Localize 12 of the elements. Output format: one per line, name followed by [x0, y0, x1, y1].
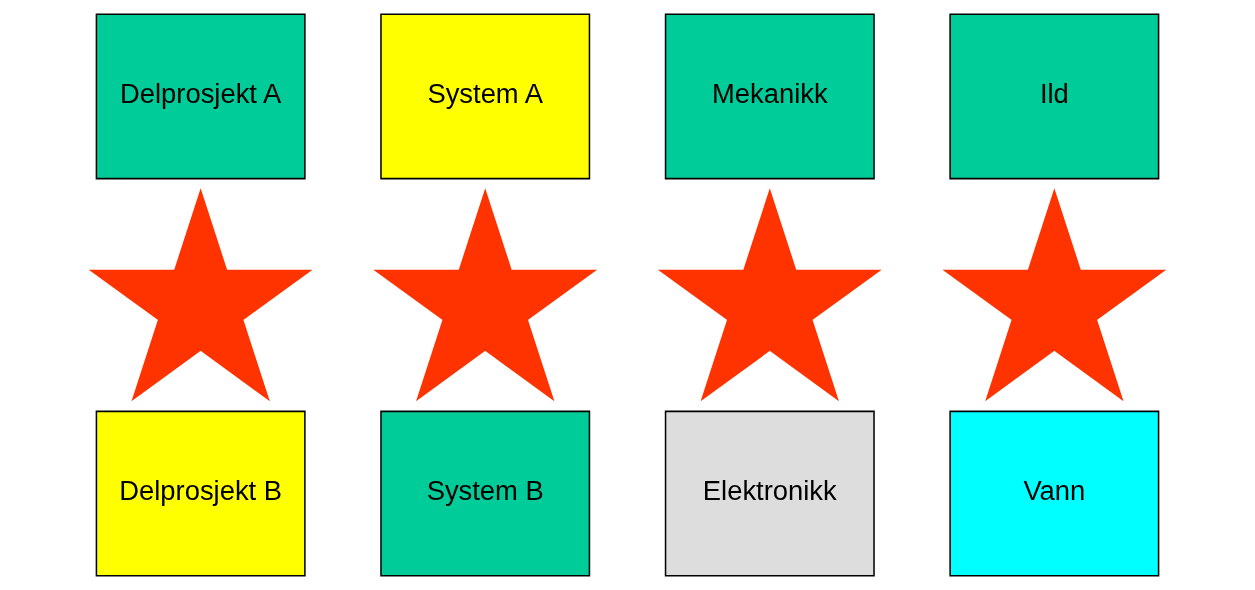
node-box: System B — [380, 410, 591, 577]
node-box: Mekanikk — [664, 13, 875, 180]
node-star — [373, 188, 598, 402]
node-star — [88, 188, 313, 402]
node-box: Elektronikk — [664, 410, 875, 577]
node-star — [657, 188, 882, 402]
node-box: Vann — [949, 410, 1160, 577]
node-box: Ild — [949, 13, 1160, 180]
node-box: Delprosjekt A — [95, 13, 306, 180]
node-star — [942, 188, 1167, 402]
node-box: Delprosjekt B — [95, 410, 306, 577]
node-box: System A — [380, 13, 591, 180]
